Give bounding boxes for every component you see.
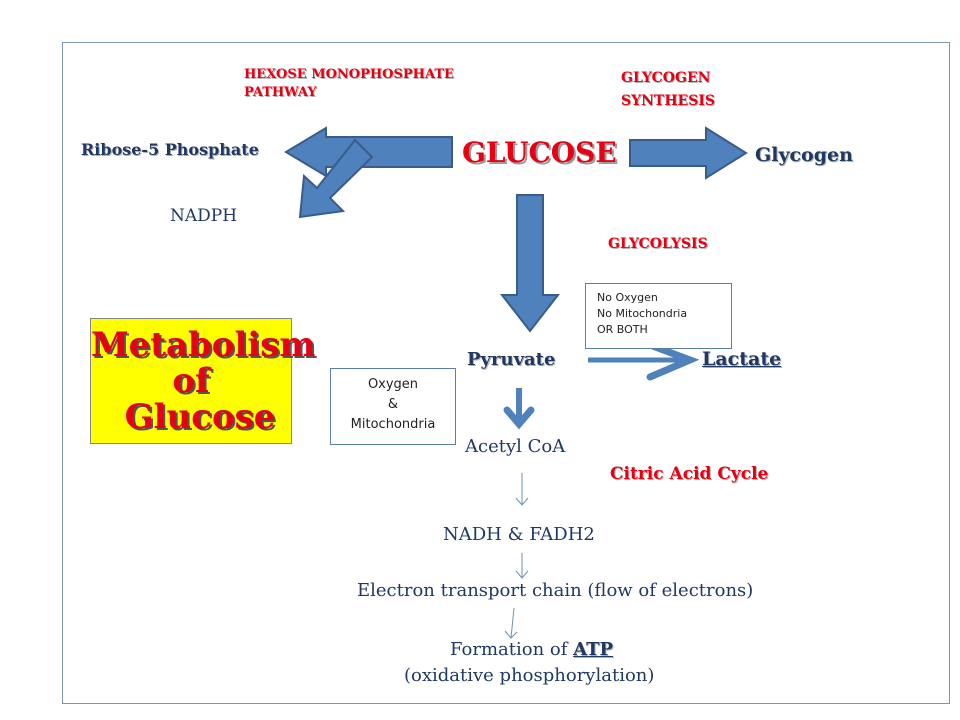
thin-arrow-2 — [515, 553, 529, 579]
atp-text: ATP — [573, 639, 614, 660]
lactate-label: Lactate — [702, 348, 782, 370]
anaerobic-line: No Oxygen — [597, 291, 658, 304]
anaerobic-line: OR BOTH — [597, 323, 648, 336]
glycogen-label: Glycogen — [755, 144, 853, 166]
glycogen-synthesis-label: GLYCOGEN SYNTHESIS — [621, 67, 715, 113]
aerobic-conditions-box: Oxygen & Mitochondria — [330, 368, 456, 445]
oxidative-phosphorylation-label: (oxidative phosphorylation) — [404, 665, 655, 686]
acetyl-coa-label: Acetyl CoA — [465, 436, 566, 457]
glucose-label: GLUCOSE — [462, 136, 617, 169]
thin-arrow-1 — [515, 473, 529, 506]
hmp-label-line2: PATHWAY — [244, 85, 317, 100]
anaerobic-line: No Mitochondria — [597, 307, 688, 320]
formation-of-text: Formation of — [450, 639, 574, 660]
aerobic-line: Mitochondria — [350, 417, 436, 432]
pyruvate-label: Pyruvate — [467, 349, 556, 370]
arrow-to-glycogen — [629, 126, 748, 180]
title-line-of: of — [172, 361, 210, 401]
hmp-label: HEXOSE MONOPHOSPHATE PATHWAY — [244, 66, 454, 102]
arrow-to-lactate — [588, 341, 700, 381]
title-line-glucose: Glucose — [124, 397, 276, 437]
glycogen-synthesis-line1: GLYCOGEN — [621, 70, 711, 86]
aerobic-line: Oxygen — [367, 377, 419, 392]
formation-of-atp-label: Formation of ATP — [450, 639, 613, 660]
arrow-to-pyruvate — [499, 194, 561, 333]
glycolysis-label: GLYCOLYSIS — [608, 236, 708, 252]
nadh-fadh2-label: NADH & FADH2 — [443, 524, 595, 545]
nadph-label: NADPH — [170, 206, 238, 226]
ribose-5-phosphate-label: Ribose-5 Phosphate — [81, 140, 259, 159]
glycogen-synthesis-line2: SYNTHESIS — [621, 93, 715, 109]
electron-transport-chain-label: Electron transport chain (flow of electr… — [357, 580, 754, 601]
diagram-frame — [62, 42, 950, 704]
hmp-label-line1: HEXOSE MONOPHOSPHATE — [244, 67, 454, 82]
title-line-metabolism: Metabolism — [91, 325, 316, 365]
citric-acid-cycle-label: Citric Acid Cycle — [610, 464, 769, 484]
aerobic-line: & — [387, 397, 399, 412]
title-box: Metabolism of Glucose — [90, 318, 316, 444]
arrow-to-ribose — [284, 126, 453, 178]
thin-arrow-3 — [504, 607, 518, 639]
anaerobic-conditions-box: No Oxygen No Mitochondria OR BOTH — [585, 283, 732, 349]
arrow-to-nadph — [298, 138, 374, 219]
arrow-to-acetyl-coa — [503, 388, 535, 430]
